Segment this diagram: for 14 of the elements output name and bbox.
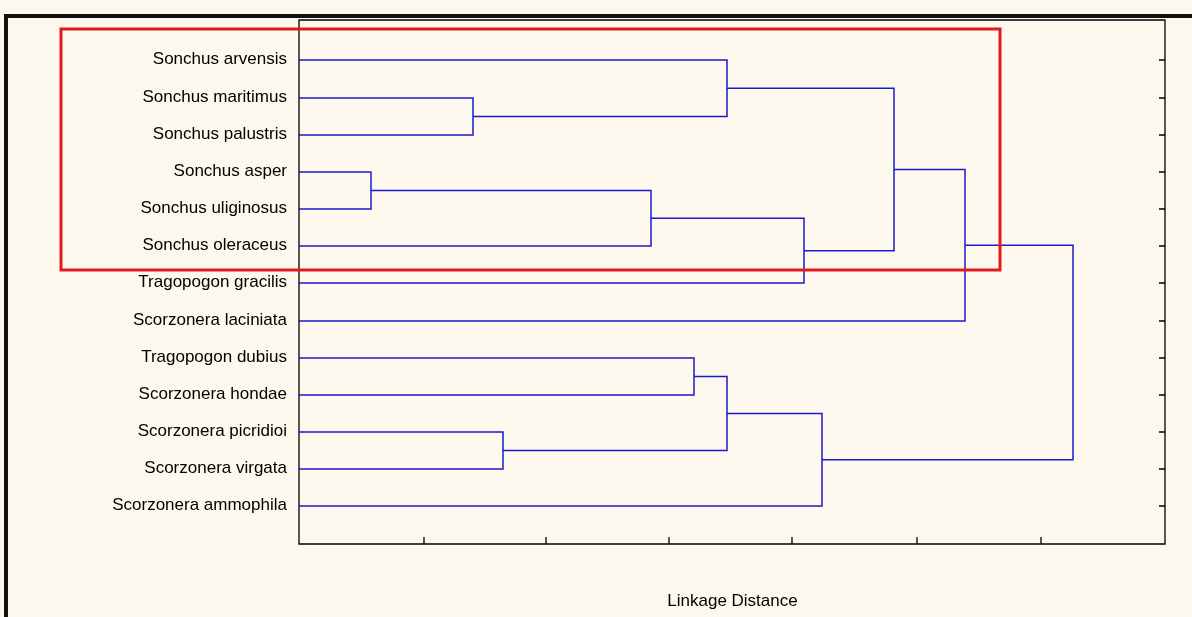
species-label: Scorzonera picridioi xyxy=(137,421,287,441)
species-label: Tragopogon gracilis xyxy=(138,272,287,292)
species-label: Sonchus palustris xyxy=(152,124,287,144)
species-label: Scorzonera laciniata xyxy=(132,310,287,330)
species-label: Scorzonera hondae xyxy=(138,384,287,404)
axis-title: Linkage Distance xyxy=(667,590,798,612)
species-label: Scorzonera ammophila xyxy=(112,495,287,515)
species-label: Sonchus uliginosus xyxy=(140,198,287,218)
species-label: Sonchus maritimus xyxy=(142,87,287,107)
species-label: Scorzonera virgata xyxy=(144,458,287,478)
species-label: Tragopogon dubius xyxy=(141,347,287,367)
species-label: Sonchus oleraceus xyxy=(142,235,287,255)
species-label: Sonchus asper xyxy=(173,161,287,181)
species-label: Sonchus arvensis xyxy=(152,49,287,69)
